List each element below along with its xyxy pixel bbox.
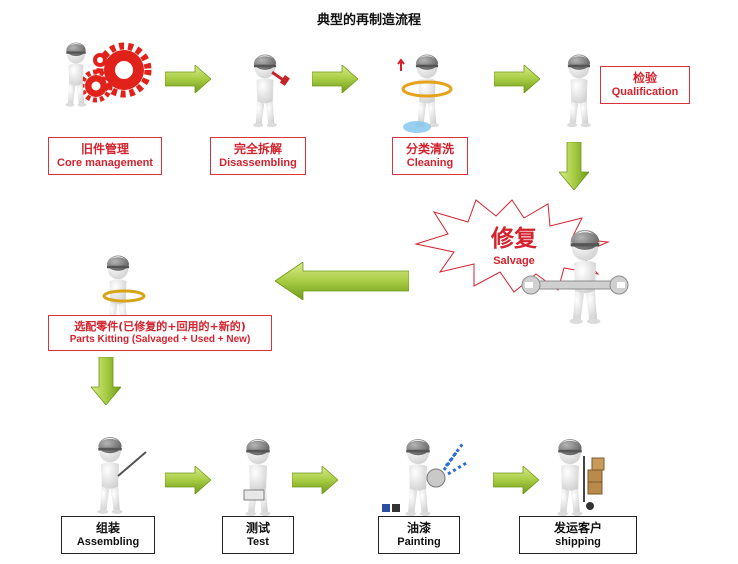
arrow-right-4 — [165, 466, 211, 494]
label-cleaning: 分类清洗 Cleaning — [392, 137, 468, 175]
arrow-right-6 — [493, 466, 539, 494]
salvage-zh: 修复 — [490, 225, 538, 252]
label-kitting-en: Parts Kitting (Salvaged + Used + New) — [69, 333, 251, 345]
label-assembling-en: Assembling — [76, 535, 140, 548]
arrow-right-5 — [292, 466, 338, 494]
label-qualification: 检验 Qualification — [600, 66, 690, 104]
arrow-left — [275, 262, 409, 300]
starburst-shape — [414, 199, 610, 293]
wrench-icon — [521, 275, 629, 295]
label-test-zh: 测试 — [245, 521, 270, 536]
label-test: 测试 Test — [222, 516, 294, 554]
test-figure — [228, 432, 288, 516]
salvage-en: Salvage — [493, 255, 535, 267]
shipping-figure — [540, 432, 630, 516]
hula-hoop-icon — [401, 80, 453, 98]
label-test-en: Test — [247, 535, 269, 548]
label-painting-en: Painting — [397, 535, 441, 548]
magnifier-icon — [102, 289, 146, 303]
arrow-down-2 — [91, 357, 121, 405]
label-qualification-en: Qualification — [611, 85, 679, 98]
label-assembling: 组装 Assembling — [61, 516, 155, 554]
figure-icon — [567, 54, 591, 128]
label-disassembling-zh: 完全拆解 — [233, 142, 282, 157]
gears-icon — [79, 42, 152, 103]
arrow-down-1 — [559, 142, 589, 190]
label-painting-zh: 油漆 — [406, 521, 431, 536]
label-disassembling-en: Disassembling — [219, 156, 297, 169]
label-shipping: 发运客户 shipping — [519, 516, 637, 554]
page-title: 典型的再制造流程 — [316, 13, 421, 28]
arrow-right-3 — [494, 65, 540, 93]
label-parts-kitting: 选配零件(已修复的+回用的+新的) Parts Kitting (Salvage… — [48, 315, 272, 351]
label-assembling-zh: 组装 — [95, 521, 120, 536]
label-kitting-zh: 选配零件(已修复的+回用的+新的) — [74, 320, 246, 334]
paint-bucket-icon — [426, 468, 446, 488]
arrow-right-1 — [165, 65, 211, 93]
assembling-figure — [80, 430, 150, 514]
salvage-starburst: 修复 Salvage — [412, 196, 612, 294]
label-cleaning-en: Cleaning — [406, 156, 454, 169]
hand-truck-icon — [583, 456, 605, 510]
arrow-right-2 — [312, 65, 358, 93]
label-core-zh: 旧件管理 — [80, 142, 129, 157]
screwdriver-icon — [117, 451, 147, 477]
painting-figure — [378, 432, 478, 516]
qualification-figure — [554, 45, 604, 128]
kitting-figure — [88, 246, 148, 329]
salvage-figure — [520, 230, 630, 333]
label-qualification-zh: 检验 — [632, 71, 657, 86]
label-core-en: Core management — [57, 156, 153, 169]
label-cleaning-zh: 分类清洗 — [405, 142, 454, 157]
hammer-icon — [271, 71, 290, 86]
cleaning-figure — [394, 45, 460, 135]
hammer-figure — [235, 45, 295, 128]
label-shipping-zh: 发运客户 — [553, 521, 602, 536]
label-painting: 油漆 Painting — [378, 516, 460, 554]
label-shipping-en: shipping — [555, 535, 601, 548]
label-disassembling: 完全拆解 Disassembling — [210, 137, 306, 175]
toolbox-icon — [243, 489, 265, 501]
label-core-management: 旧件管理 Core management — [48, 137, 162, 175]
gears-figure — [58, 40, 158, 112]
